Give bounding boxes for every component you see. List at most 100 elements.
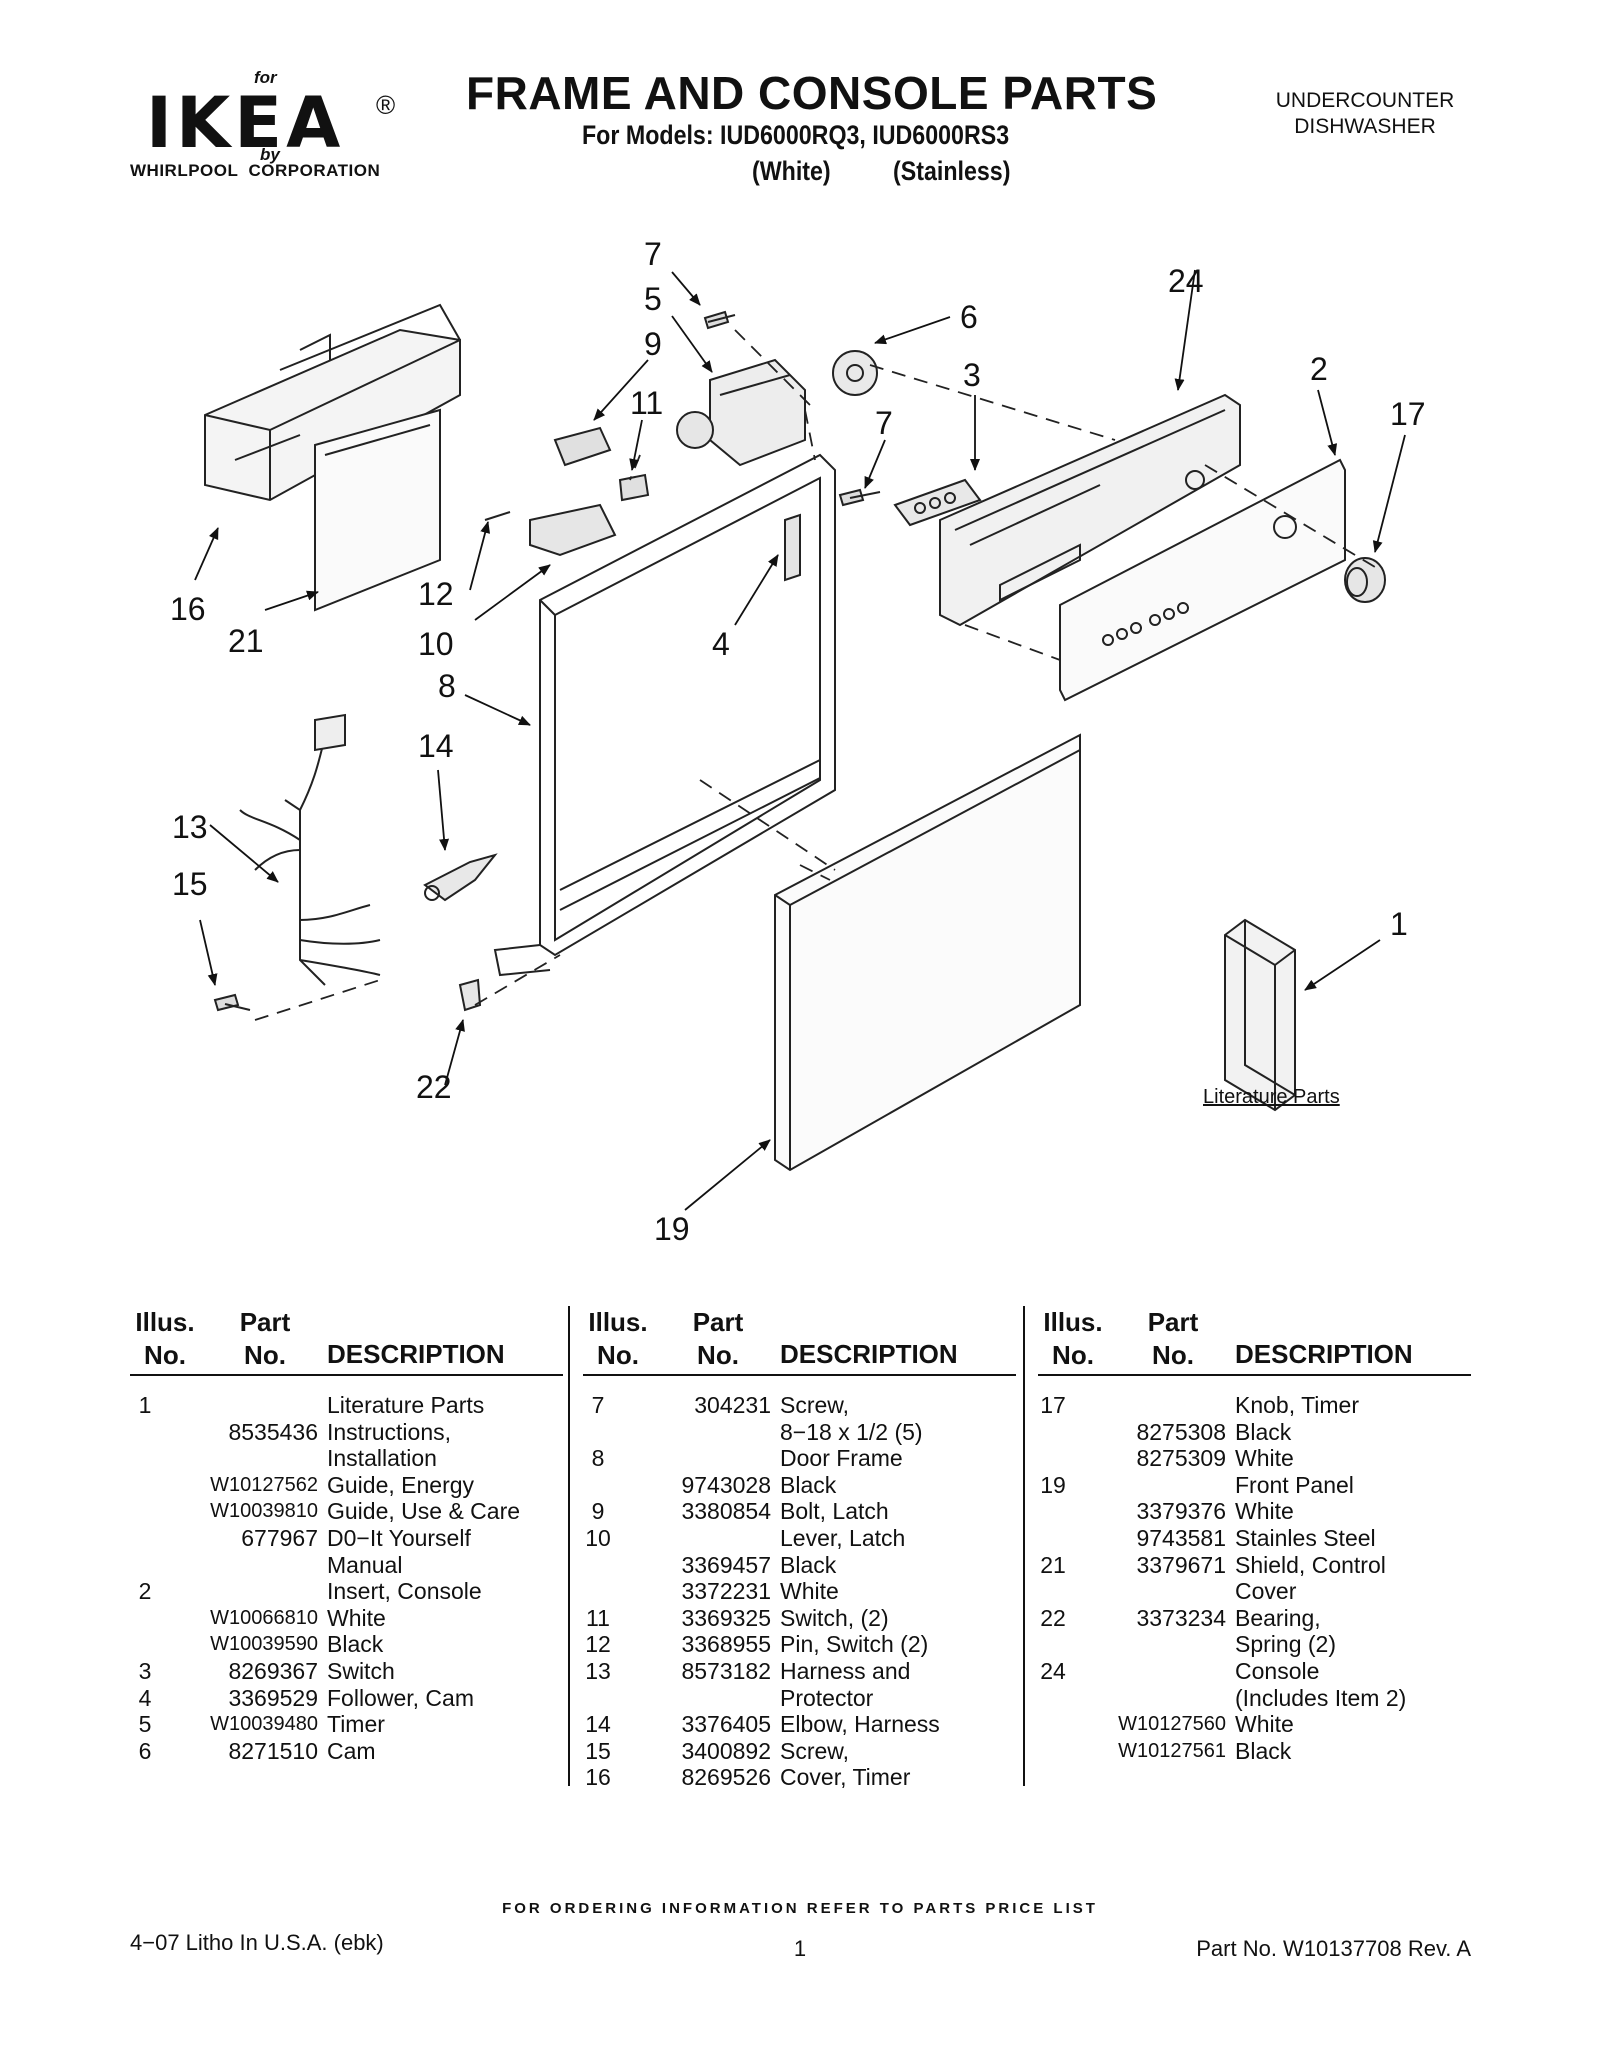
col3-part-h2: No. xyxy=(1152,1339,1194,1370)
col1-header-rule xyxy=(130,1374,563,1376)
logo-for: for xyxy=(254,68,277,87)
callout-19: 19 xyxy=(654,1211,690,1247)
screw-bottom-part xyxy=(213,993,251,1012)
part-number: 8269526 xyxy=(681,1764,771,1791)
part-description: Front Panel xyxy=(1235,1471,1354,1498)
part-description: Guide, Use & Care xyxy=(327,1498,521,1525)
parts-row: 8−18 x 1/2 (5) xyxy=(583,1419,1016,1446)
part-description: Shield, Control xyxy=(1235,1551,1386,1578)
part-number: 3368955 xyxy=(681,1631,771,1658)
illus-number: 6 xyxy=(138,1737,152,1764)
shield-cover-part xyxy=(314,408,441,612)
part-description: Guide, Energy xyxy=(327,1471,475,1498)
parts-row: 3372231 White xyxy=(583,1578,1016,1605)
callout-24: 24 xyxy=(1168,263,1204,299)
illus-number: 16 xyxy=(585,1764,611,1791)
screw-top-part xyxy=(703,310,736,330)
part-number: 3369457 xyxy=(681,1551,771,1578)
part-number: 3400892 xyxy=(681,1737,771,1764)
part-description: Installation xyxy=(327,1445,437,1472)
parts-row: 12 3368955 Pin, Switch (2) xyxy=(583,1631,1016,1658)
col1-part-h1: Part xyxy=(239,1307,291,1337)
logo-wordmark: IKEA xyxy=(146,82,345,164)
part-description: White xyxy=(327,1604,386,1631)
illus-number: 2 xyxy=(138,1578,152,1605)
document-part-number: Part No. W10137708 Rev. A xyxy=(1196,1936,1471,1961)
part-description: D0−It Yourself xyxy=(327,1525,471,1551)
col3-illus-h2: No. xyxy=(1052,1339,1094,1370)
part-number: 8269367 xyxy=(228,1658,318,1684)
page-title: FRAME AND CONSOLE PARTS xyxy=(466,67,1158,119)
part-number: 3369529 xyxy=(228,1684,318,1711)
col3-part-h1: Part xyxy=(1147,1307,1199,1337)
col2-illus-header: Illus. No. xyxy=(583,1306,653,1371)
logo-by: by xyxy=(260,145,280,164)
col1-illus-header: Illus. No. xyxy=(130,1306,200,1371)
part-description: White xyxy=(1235,1711,1294,1738)
part-number: 9743581 xyxy=(1136,1525,1226,1551)
part-description: Screw, xyxy=(780,1392,850,1418)
parts-row: (Includes Item 2) xyxy=(1038,1685,1471,1712)
part-description: Knob, Timer xyxy=(1235,1392,1359,1418)
part-number: 8275309 xyxy=(1136,1445,1226,1472)
part-description: 8−18 x 1/2 (5) xyxy=(780,1418,923,1445)
part-description: Black xyxy=(1235,1418,1292,1445)
callout-2: 2 xyxy=(1310,351,1328,387)
part-number: 3380854 xyxy=(681,1498,771,1525)
col3-illus-h1: Illus. xyxy=(1043,1307,1103,1337)
parts-row: Installation xyxy=(130,1445,563,1472)
timer-part xyxy=(676,358,806,467)
part-number: 3376405 xyxy=(681,1711,771,1738)
timer-cover-part xyxy=(204,303,461,502)
part-description: Pin, Switch (2) xyxy=(780,1631,929,1658)
parts-row: Protector xyxy=(583,1685,1016,1712)
part-number: W10039810 xyxy=(210,1500,318,1523)
part-number: W10127560 xyxy=(1118,1713,1226,1736)
callout-6: 6 xyxy=(960,299,978,335)
part-number: 3379671 xyxy=(1136,1551,1226,1578)
callout-9: 9 xyxy=(644,326,662,362)
model-stainless-label: (Stainless) xyxy=(893,156,1011,186)
part-number: 9743028 xyxy=(681,1471,771,1498)
col1-desc-header: DESCRIPTION xyxy=(327,1339,505,1369)
col2-part-h1: Part xyxy=(692,1307,744,1337)
col2-part-h2: No. xyxy=(697,1339,739,1370)
callout-4: 4 xyxy=(712,626,730,662)
bearing-spring-part xyxy=(458,978,482,1012)
callout-12: 12 xyxy=(418,576,454,612)
illus-number: 12 xyxy=(585,1631,611,1658)
part-number: 8573182 xyxy=(681,1658,771,1684)
callout-15: 15 xyxy=(172,866,208,902)
latch-parts xyxy=(484,426,650,557)
part-description: White xyxy=(1235,1498,1294,1525)
switch-part xyxy=(893,478,982,527)
part-number: W10127562 xyxy=(210,1473,318,1496)
callout-13: 13 xyxy=(172,809,208,845)
parts-row: Manual xyxy=(130,1552,563,1579)
part-number: 8275308 xyxy=(1136,1418,1226,1445)
part-description: Console xyxy=(1235,1658,1320,1684)
exploded-parts-diagram: 7 5 9 11 6 3 7 24 2 17 16 21 12 10 4 8 1… xyxy=(170,236,1426,1247)
part-number: 3372231 xyxy=(681,1578,771,1605)
part-description: White xyxy=(780,1578,839,1605)
part-number: 3373234 xyxy=(1136,1604,1226,1631)
illus-number: 3 xyxy=(138,1658,152,1684)
part-number: 8535436 xyxy=(228,1418,318,1445)
part-description: Black xyxy=(1235,1737,1292,1764)
part-number: W10066810 xyxy=(210,1606,318,1629)
part-description: Bolt, Latch xyxy=(780,1498,889,1525)
illus-number: 15 xyxy=(585,1737,611,1764)
col2-header-rule xyxy=(583,1374,1016,1376)
